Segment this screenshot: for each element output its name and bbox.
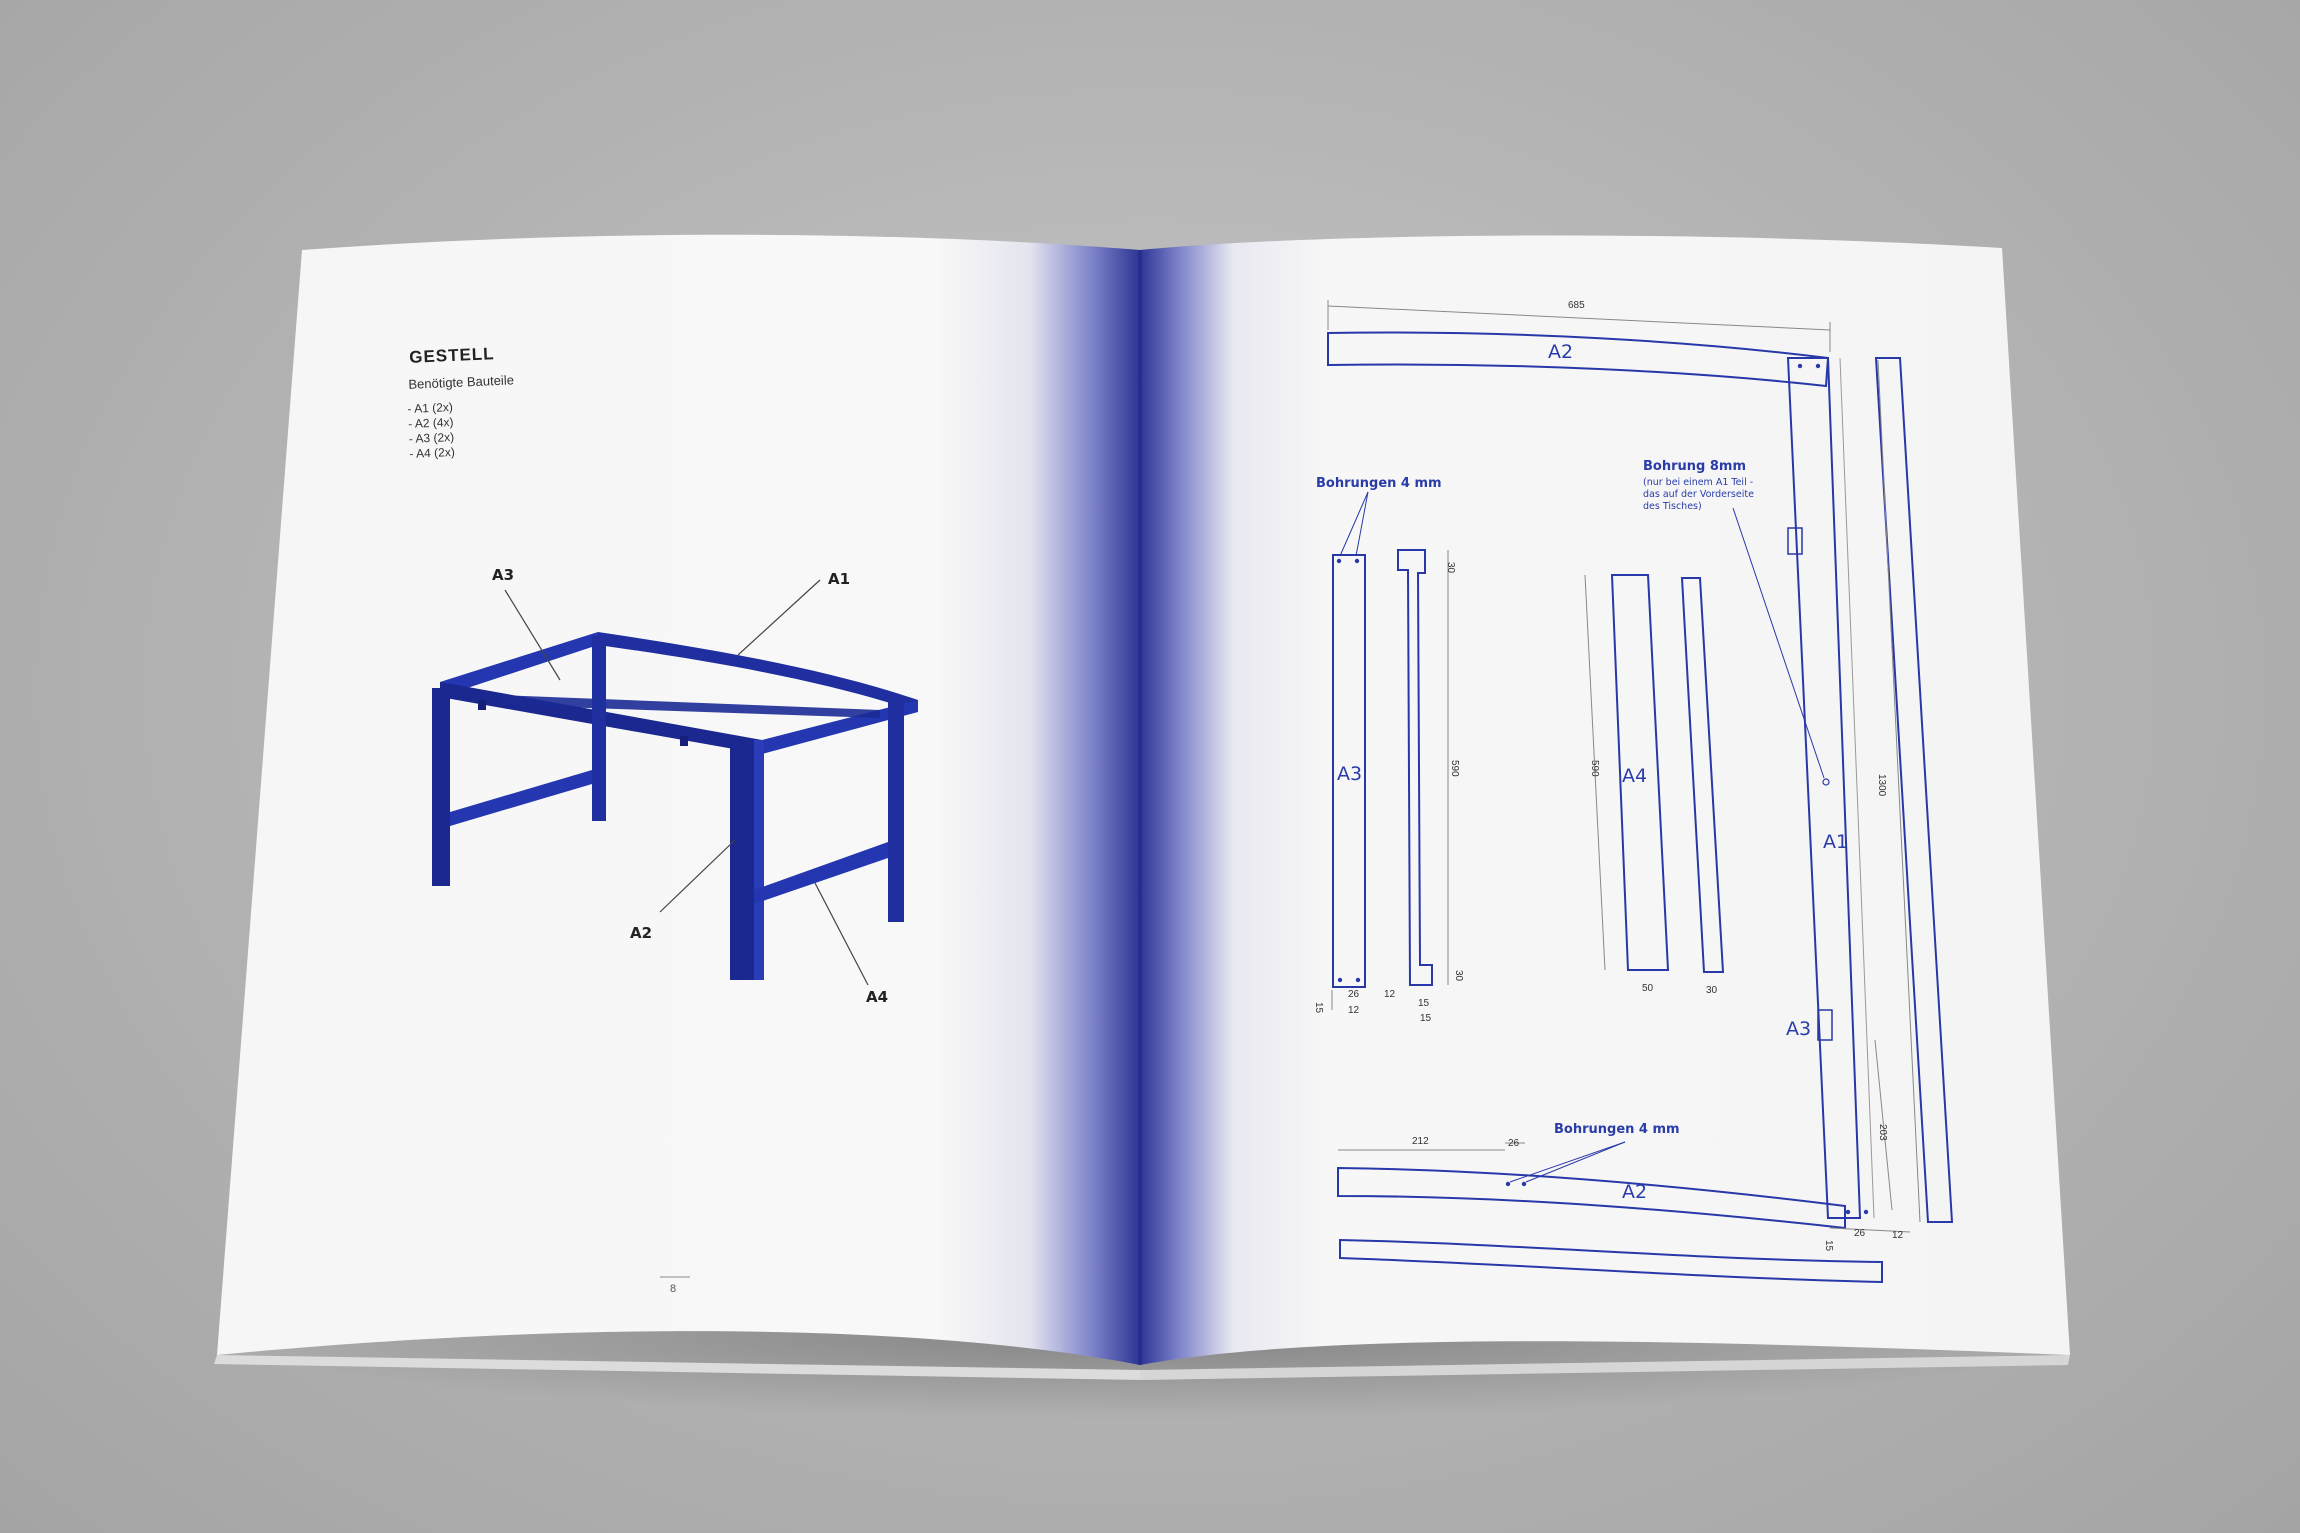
a1-inner-line [1839,357,1875,1219]
frame-illustration: A3 A1 A2 A4 [432,566,918,1006]
note-bohrungen-left: Bohrungen 4 mm [1316,476,1442,491]
callout-line-a4 [814,882,869,986]
callout-line-a2 [659,839,736,913]
label-a2-bottom: A2 [1622,1181,1647,1203]
frame-block [478,700,486,710]
callout-a4: A4 [866,988,888,1006]
part-a4-narrow [1680,577,1725,973]
dim-212: 212 [1412,1136,1429,1147]
callout-line-a1 [737,579,821,656]
frame-lower-rail-right [754,842,888,904]
frame-leg-front-right [730,746,754,980]
part-a1-long [1786,357,1862,1219]
left-page [217,234,1140,1366]
page-title: GESTELL [409,344,495,367]
blueprint-drawing [1327,331,1954,1284]
note-bohrung-8mm: Bohrung 8mm [1643,459,1746,474]
leader-bohrungen-left [1355,491,1369,557]
dim-15-d: 15 [1823,1240,1834,1252]
frame-leg-front-right-side [754,740,764,980]
left-page-content: GESTELL Benötigte Bauteile - A1 (2x) - A… [407,344,514,461]
dim-26-b: 26 [1508,1138,1520,1149]
part-a2-bottom [1337,1166,1846,1230]
frame-block [680,736,688,746]
callout-a2: A2 [630,924,652,942]
parts-list-item: - A1 (2x) [407,400,453,416]
label-a2-top: A2 [1548,341,1573,363]
frame-leg-back-right [888,700,904,922]
dim-1300: 1300 [1876,774,1887,797]
dim-30-bottom: 30 [1453,970,1464,982]
drill-holes [1336,363,1869,1215]
bohrung-8mm-hole [1822,778,1830,786]
callout-a3: A3 [492,566,514,584]
parts-list-item: - A2 (4x) [408,415,454,431]
frame-leg-back-left [592,636,606,821]
dim-685: 685 [1568,300,1585,311]
dimension-lines [1327,300,1921,1233]
dim-12-a: 12 [1348,1005,1360,1016]
part-a1-strip [1874,357,1954,1223]
frame-top-rail-back [598,632,918,712]
note-bohrungen-bottom: Bohrungen 4 mm [1554,1122,1680,1137]
dim-203: 203 [1877,1124,1888,1141]
part-a3-notched [1397,549,1433,986]
dimension-values: 685 30 590 30 15 26 12 12 15 15 590 50 3… [1313,300,1904,1252]
note-bohrung-8mm-detail: (nur bei einem A1 Teil - [1643,477,1753,488]
a1-tab [1817,1009,1833,1041]
dim-15-a: 15 [1313,1002,1324,1014]
dim-26-c: 26 [1854,1228,1866,1239]
callout-line-a3 [504,589,561,681]
left-page-edge [214,1355,1142,1380]
label-a1: A1 [1823,831,1848,853]
label-a3-left: A3 [1337,763,1362,785]
part-a4-wide [1610,574,1670,971]
frame-lower-rail-left [450,770,592,826]
leader-bohrungen-bottom [1525,1141,1626,1183]
dim-30-a4: 30 [1706,985,1718,996]
note-bohrung-8mm-detail: des Tisches) [1643,501,1702,512]
right-page-edge [1140,1355,2070,1380]
frame-leg-front-left [432,688,450,886]
dim-12-c: 12 [1892,1230,1904,1241]
dim-590-a3: 590 [1449,760,1460,777]
a1-tab [1787,527,1803,555]
label-a4: A4 [1622,765,1647,787]
label-a3-right: A3 [1786,1018,1811,1040]
leader-bohrungen-bottom [1509,1141,1626,1183]
dim-590-a4: 590 [1589,760,1600,777]
parts-list-item: - A4 (2x) [409,445,455,461]
dim-50: 50 [1642,983,1654,994]
part-a2-bottom-strip [1339,1238,1883,1284]
part-a2-top [1327,331,1830,388]
callout-a1: A1 [828,570,850,588]
dim-15-b: 15 [1418,998,1430,1009]
dim-26-a: 26 [1348,989,1360,1000]
dim-30-top: 30 [1445,562,1456,574]
leader-bohrung-8mm [1732,507,1825,779]
part-a3-left [1332,554,1366,988]
note-bohrung-8mm-detail: das auf der Vorderseite [1643,489,1754,500]
parts-list-item: - A3 (2x) [409,430,455,446]
parts-subtitle: Benötigte Bauteile [408,372,514,392]
dim-12-b: 12 [1384,989,1396,1000]
page-number: 8 [670,1283,676,1295]
frame-top-rail-left [440,632,598,697]
leader-bohrungen-left [1339,491,1369,557]
dim-15-c: 15 [1420,1013,1432,1024]
right-page [1140,235,2070,1366]
